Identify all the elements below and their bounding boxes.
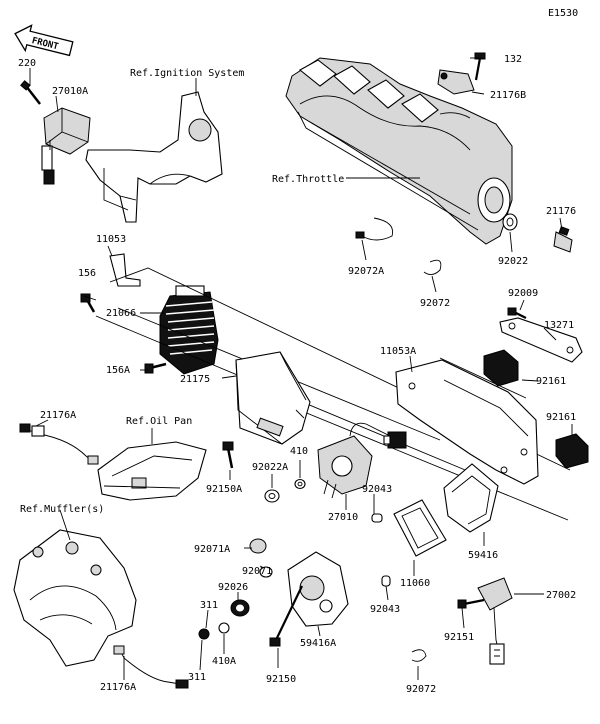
sensor-27002-icon (477, 577, 513, 665)
part-label: 21176 (546, 206, 576, 217)
pin-92043-a-icon (371, 513, 383, 523)
part-label: 92026 (218, 582, 248, 593)
diagram-code: E1530 (548, 8, 578, 19)
bolt-92150-icon (269, 585, 303, 647)
pin-92043-b-icon (381, 575, 391, 587)
bolt-132-icon (474, 52, 486, 81)
part-label: 92071 (242, 566, 272, 577)
part-label: 92151 (444, 632, 474, 643)
sensor-27010-icon (317, 422, 407, 499)
part-label: 92043 (362, 484, 392, 495)
part-label: 11053A (380, 346, 416, 357)
part-label: 410A (212, 656, 236, 667)
plate-11053a-icon (395, 357, 539, 485)
part-label: 92071A (194, 544, 230, 555)
part-label: 27010A (52, 86, 88, 97)
ref-throttle-label: Ref.Throttle (272, 174, 344, 185)
part-label: 21176A (100, 682, 136, 693)
bolt-92150a-icon (222, 441, 234, 469)
part-label: 311 (188, 672, 206, 683)
ref-muffler-label: Ref.Muffler(s) (20, 504, 104, 515)
part-label: 132 (504, 54, 522, 65)
rubber-92161-a-icon (483, 349, 519, 387)
part-label: 21066 (106, 308, 136, 319)
seal-92026-icon (230, 599, 250, 617)
ref-oil-pan-label: Ref.Oil Pan (126, 416, 192, 427)
part-label: 92161 (536, 376, 566, 387)
part-label: 92072 (420, 298, 450, 309)
part-label: 92150A (206, 484, 242, 495)
nut-311-a-icon (198, 628, 210, 640)
part-label: 92043 (370, 604, 400, 615)
sensor-21176a-top-icon (19, 423, 99, 465)
washer-410a-icon (218, 622, 230, 634)
muffler-section-icon (13, 529, 137, 667)
part-label: 21176A (40, 410, 76, 421)
part-label: 92022 (498, 256, 528, 267)
screw-92009-icon (507, 307, 527, 319)
part-label: 92072 (406, 684, 436, 695)
bolt-156a-icon (144, 362, 167, 374)
part-label: 92150 (266, 674, 296, 685)
washer-410-icon (294, 478, 306, 490)
cap-92071-icon (259, 566, 273, 578)
part-label: 11060 (400, 578, 430, 589)
throttle-body-icon (285, 57, 513, 245)
part-label: 92022A (252, 462, 288, 473)
part-label: 311 (200, 600, 218, 611)
gasket-11060-icon (393, 499, 447, 557)
regulator-21066-icon (159, 285, 219, 375)
bracket-11053-icon (109, 253, 141, 287)
part-label: 59416 (468, 550, 498, 561)
bracket-13271-icon (499, 317, 583, 363)
clamp-92072-bottom-icon (411, 649, 427, 662)
washer-92022-icon (502, 213, 518, 231)
part-label: 11053 (96, 234, 126, 245)
bolt-92151-icon (457, 598, 485, 609)
part-label: 92009 (508, 288, 538, 299)
ignition-bracket-icon (85, 91, 223, 223)
part-label: 156A (106, 365, 130, 376)
clamp-92072-top-icon (423, 259, 442, 275)
part-label: 21175 (180, 374, 210, 385)
washer-92022a-icon (264, 489, 280, 503)
part-label: 220 (18, 58, 36, 69)
pump-cover-59416-icon (443, 463, 499, 533)
bolt-220-icon (20, 80, 41, 105)
part-label: 27010 (328, 512, 358, 523)
part-label: 59416A (300, 638, 336, 649)
front-arrow-icon: FRONT (14, 24, 74, 57)
relay-27010a-icon (41, 107, 91, 185)
ecu-21175-icon (235, 351, 311, 445)
part-label: 21176B (490, 90, 526, 101)
part-label: 156 (78, 268, 96, 279)
leader-lines (29, 57, 573, 680)
part-label: 27002 (546, 590, 576, 601)
part-label: 410 (290, 446, 308, 457)
part-label: 92072A (348, 266, 384, 277)
sensor-21176b-icon (437, 69, 475, 95)
part-label: 92161 (546, 412, 576, 423)
ref-ignition-label: Ref.Ignition System (130, 68, 244, 79)
cap-92071a-icon (249, 538, 267, 554)
oil-pan-icon (97, 441, 207, 501)
sensor-21176-icon (553, 226, 573, 253)
rubber-92161-b-icon (555, 433, 589, 469)
clamp-92072a-icon (355, 217, 394, 241)
part-label: 13271 (544, 320, 574, 331)
pump-body-59416a-icon (287, 551, 349, 627)
